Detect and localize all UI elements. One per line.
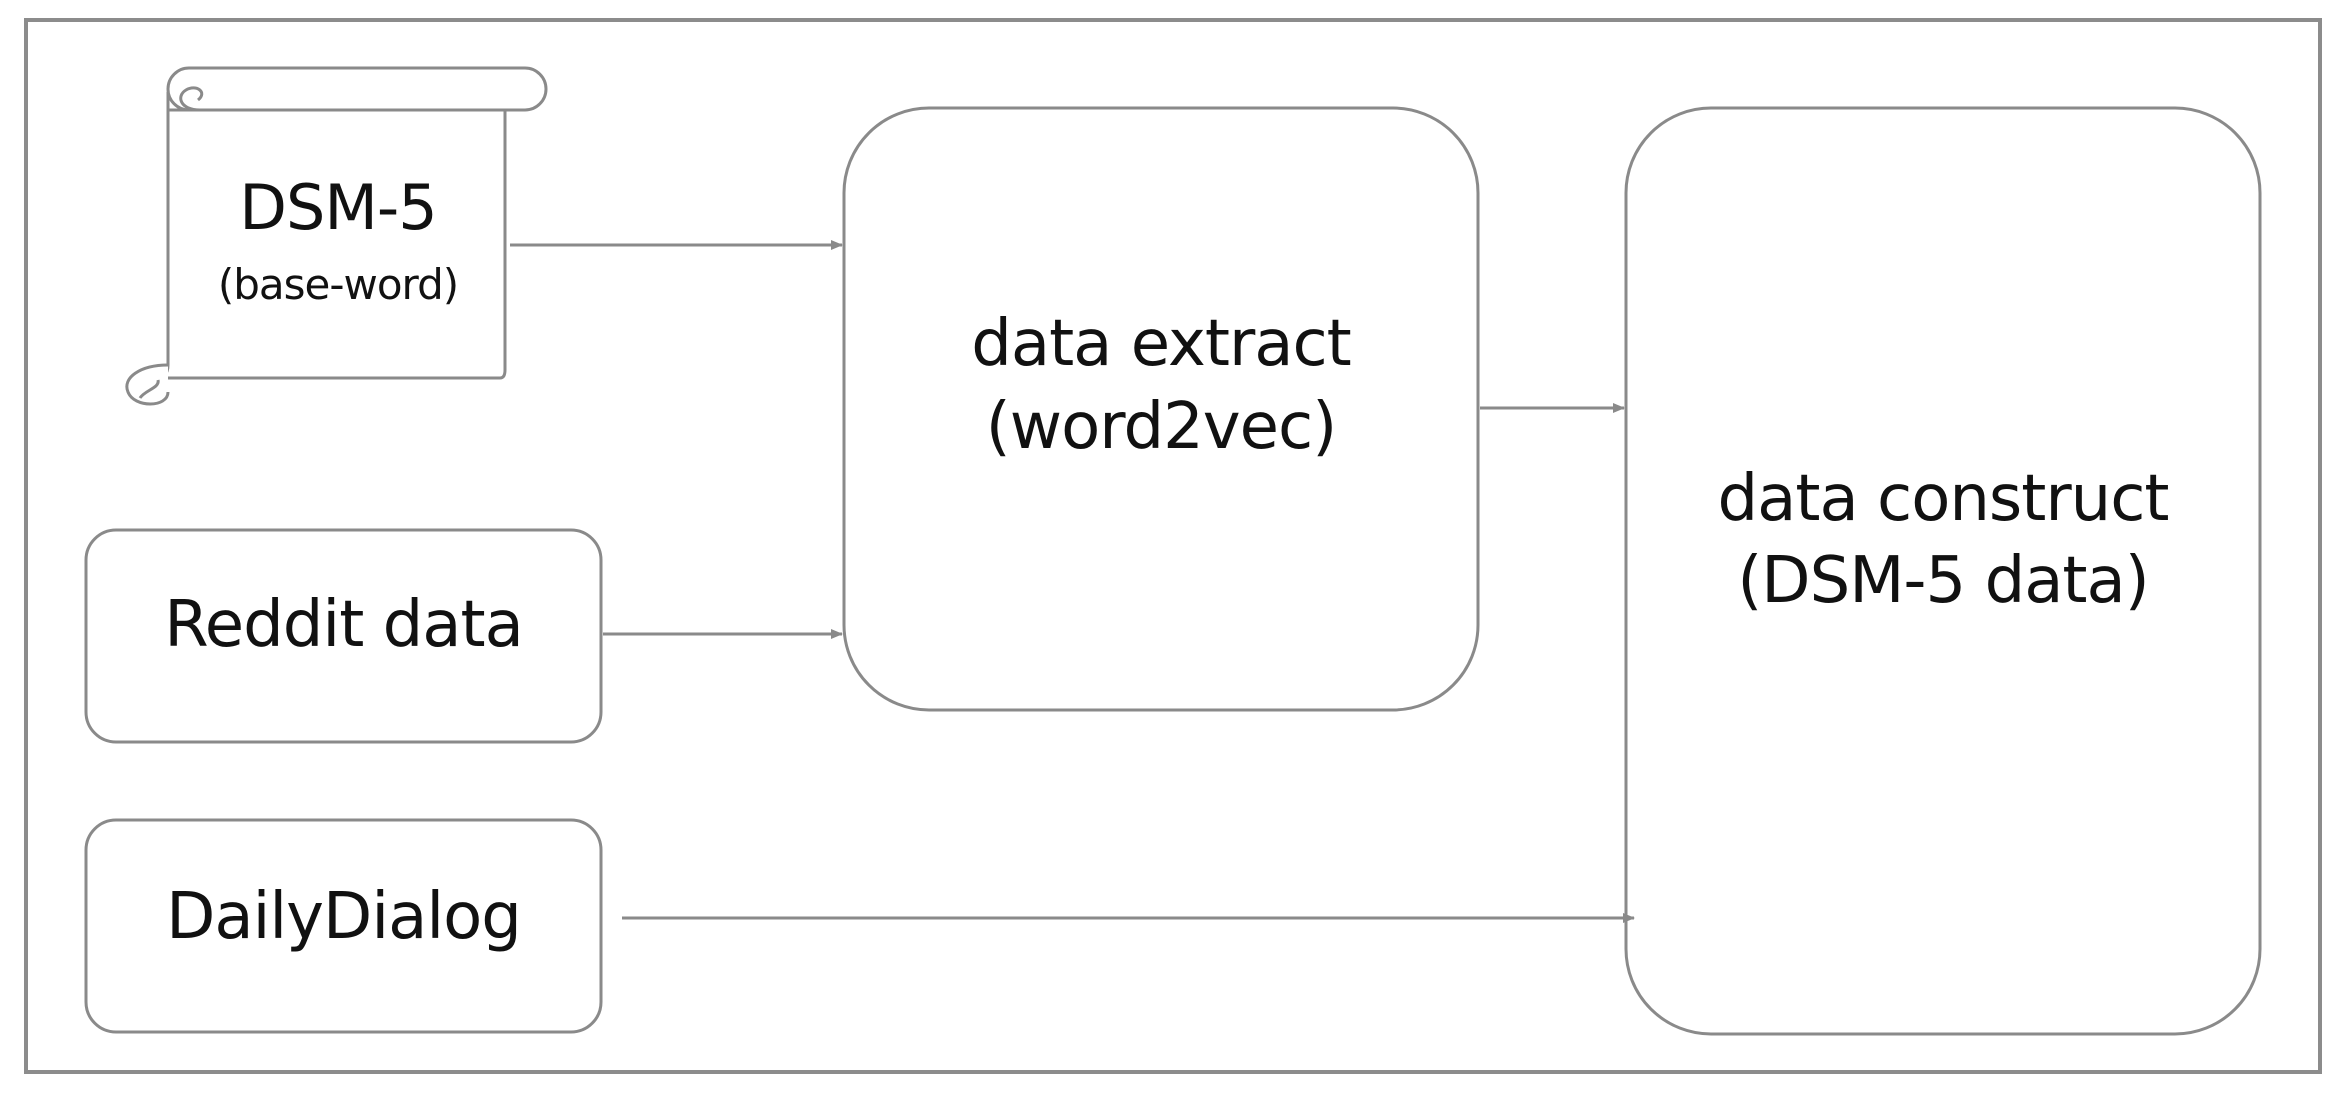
data-construct-line1: data construct [1717,462,2170,536]
dsm5-subtitle: (base-word) [217,260,459,309]
dsm5-scroll-node [125,66,548,406]
reddit-data-box [84,528,603,744]
outer-frame [24,18,2322,1074]
data-extract-line1: data extract [971,307,1352,381]
dsm5-title: DSM-5 [239,171,437,244]
dailydialog-box [84,818,603,1034]
dailydialog-label: DailyDialog [166,880,522,954]
data-extract-box [842,106,1480,712]
data-construct-box [1624,106,2262,1036]
reddit-data-label: Reddit data [164,588,524,662]
data-extract-line2: (word2vec) [985,390,1337,464]
data-construct-line2: (DSM-5 data) [1737,544,2149,618]
